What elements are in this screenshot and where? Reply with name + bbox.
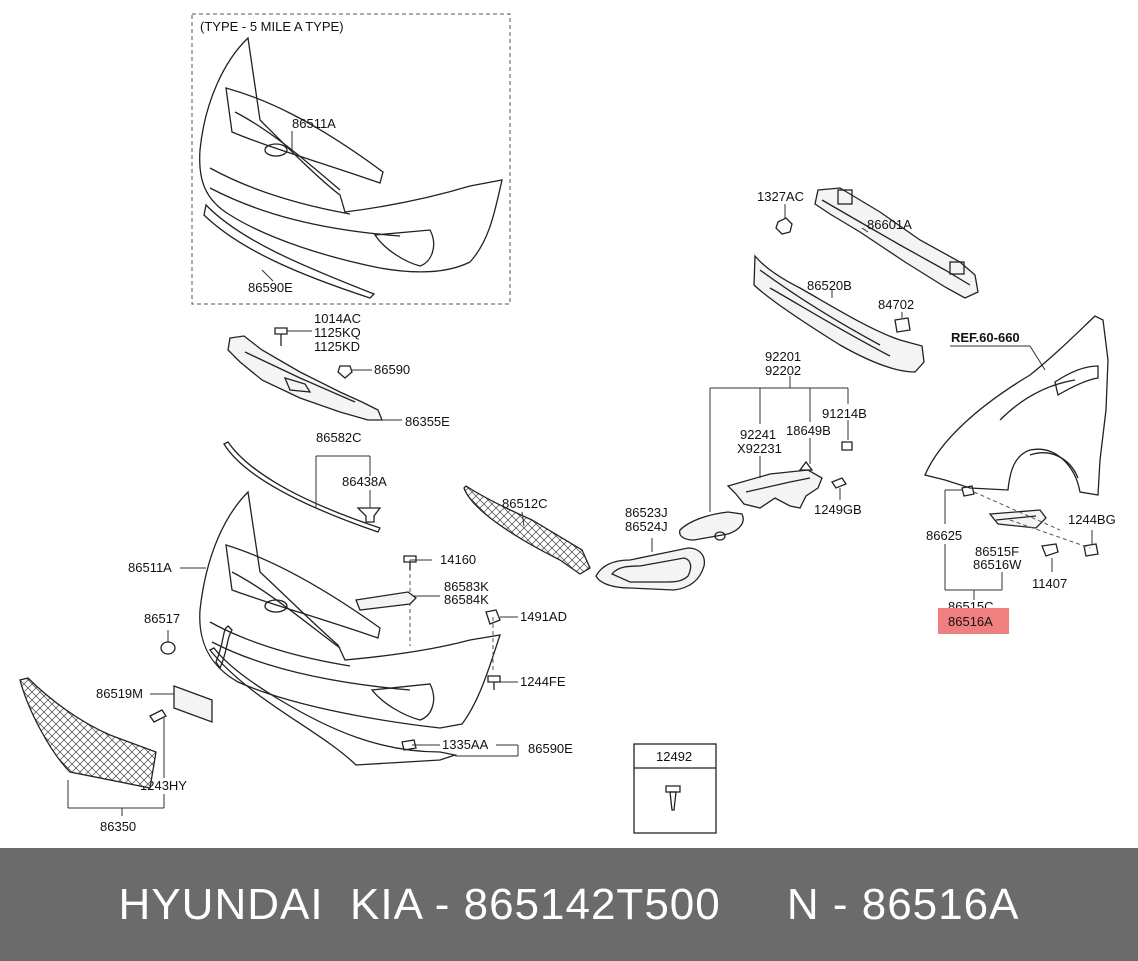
clip-84702: [894, 317, 911, 333]
label-86520B: 86520B: [807, 278, 852, 293]
beam-leaders: [784, 204, 903, 318]
side-bracket-86515F: [988, 509, 1047, 529]
label-92201: 92201: [765, 349, 801, 364]
label-86584K: 86584K: [444, 592, 489, 607]
molding-leaders: [315, 455, 371, 508]
fender-ref: [924, 315, 1109, 496]
label-1335AA: 1335AA: [442, 737, 489, 752]
label-86524J: 86524J: [625, 519, 668, 534]
fog-leaders: [709, 376, 849, 512]
label-1249GB: 1249GB: [814, 502, 862, 517]
clip-91214B: [841, 441, 853, 451]
cap-86517: [160, 630, 176, 655]
part-number-text: HYUNDAI KIA - 865142T500 N - 86516A: [118, 879, 1020, 929]
label-18649B: 18649B: [786, 423, 831, 438]
bolt-1327AC: [775, 217, 793, 235]
label-86583K: 86583K: [444, 579, 489, 594]
plate-86519M: [150, 685, 213, 723]
clip-86590: [337, 365, 353, 379]
screw-1243HY: [149, 709, 167, 778]
bolt-1244BG: [1083, 530, 1099, 557]
label-1014AC: 1014AC: [314, 311, 361, 326]
label-91214B: 91214B: [822, 406, 867, 421]
bumper-cover-86511A: [199, 490, 501, 766]
fog-bezel-86523J: [595, 538, 706, 591]
label-1243HY: 1243HY: [140, 778, 187, 793]
label-86511A: 86511A: [128, 560, 172, 575]
label-1327AC: 1327AC: [757, 189, 804, 204]
label-86517: 86517: [144, 611, 180, 626]
back-beam-86601A: [814, 187, 979, 299]
label-11407: 11407: [1032, 576, 1067, 591]
bulb-18649B: [798, 460, 814, 471]
label-92202: 92202: [765, 363, 801, 378]
shield-leaders: [287, 330, 402, 421]
grille-86512C: [463, 485, 591, 575]
label-86519M: 86519M: [96, 686, 143, 701]
label-86590E-inset: 86590E: [248, 280, 293, 295]
bolt-14160: [403, 555, 417, 570]
screw-box-12492: 12492: [633, 743, 717, 834]
label-86590: 86590: [374, 362, 410, 377]
clip-86438A: [356, 507, 382, 523]
clip-1491AD: [485, 609, 501, 625]
label-86516A: 86516A: [948, 614, 993, 629]
bolt-11407: [1041, 543, 1059, 557]
bracket-86583K: [355, 591, 417, 611]
label-86350: 86350: [100, 819, 136, 834]
inset-box: (TYPE - 5 MILE A TYPE): [191, 13, 511, 305]
grille-86350: [19, 677, 165, 816]
footer-bar: HYUNDAI KIA - 865142T500 N - 86516A: [0, 848, 1138, 961]
absorber-86520B: [753, 254, 925, 373]
label-86515F: 86515F: [975, 544, 1019, 559]
label-86625: 86625: [926, 528, 962, 543]
label-1244BG: 1244BG: [1068, 512, 1116, 527]
label-X92231: X92231: [737, 441, 782, 456]
label-ref-60-660: REF.60-660: [951, 330, 1020, 345]
label-86582C: 86582C: [316, 430, 362, 445]
label-1125KD: 1125KD: [314, 339, 360, 354]
label-14160: 14160: [440, 552, 476, 567]
label-86601A: 86601A: [867, 217, 912, 232]
label-86511A-inset: 86511A: [292, 116, 336, 131]
side-leaders: [944, 489, 1091, 600]
highlight-86516A: [938, 608, 1009, 634]
clip-86625: [961, 485, 975, 497]
inset-bumper-cover: [199, 36, 503, 299]
bolt-1014AC: [274, 327, 288, 346]
inset-title: (TYPE - 5 MILE A TYPE): [200, 19, 344, 34]
label-86516W: 86516W: [973, 557, 1022, 572]
label-1125KQ: 1125KQ: [314, 325, 361, 340]
clip-1335AA: [401, 739, 417, 751]
label-86512C: 86512C: [502, 496, 548, 511]
parts-diagram: (TYPE - 5 MILE A TYPE) 86511A 86590E: [19, 13, 1116, 834]
label-92241: 92241: [740, 427, 776, 442]
bolt-1244FE: [487, 675, 501, 690]
screw-1249GB: [831, 477, 847, 500]
inset-leaders: [261, 131, 293, 282]
label-1491AD: 1491AD: [520, 609, 567, 624]
fog-bracket-92241: [726, 469, 823, 509]
label-86590E: 86590E: [528, 741, 573, 756]
label-12492: 12492: [656, 749, 692, 764]
molding-86582C: [223, 441, 381, 533]
label-86438A: 86438A: [342, 474, 387, 489]
label-86355E: 86355E: [405, 414, 450, 429]
label-84702: 84702: [878, 297, 914, 312]
label-1244FE: 1244FE: [520, 674, 566, 689]
label-86523J: 86523J: [625, 505, 668, 520]
fog-lamp-92201: [678, 511, 744, 541]
